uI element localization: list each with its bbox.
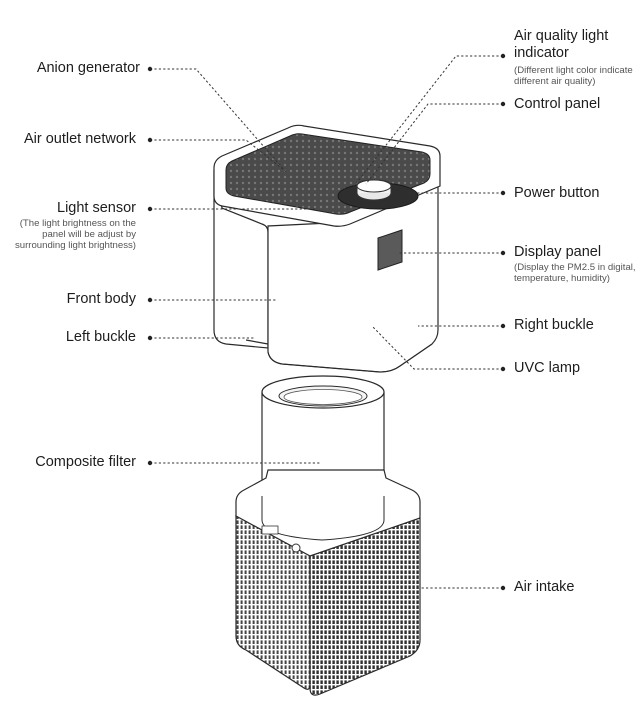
upper-body	[213, 124, 441, 373]
display-panel-shape	[377, 229, 403, 271]
label-anion-generator: Anion generator	[36, 60, 140, 76]
note-display-2: temperature, humidity)	[514, 273, 610, 284]
label-control-panel: Control panel	[514, 96, 601, 112]
label-front-body: Front body	[66, 291, 136, 307]
leader-uvc	[371, 325, 503, 370]
label-light-sensor: Light sensor	[57, 200, 136, 216]
note-light-sensor-3: surrounding light brightness)	[14, 240, 136, 251]
label-air-intake: Air intake	[514, 579, 575, 595]
note-light-sensor-2: panel will be adjust by	[42, 229, 136, 240]
leader-dots	[147, 53, 506, 591]
label-air-quality-line1: Air quality light	[514, 28, 609, 44]
leader-lines	[150, 55, 503, 589]
note-air-quality-1: (Different light color indicate	[514, 65, 633, 76]
label-uvc-lamp: UVC lamp	[514, 360, 581, 376]
label-power-button: Power button	[514, 185, 600, 201]
note-display-1: (Display the PM2.5 in digital,	[514, 262, 636, 273]
grille-right	[309, 517, 421, 696]
label-composite-filter: Composite filter	[35, 454, 136, 470]
label-display-panel: Display panel	[514, 244, 602, 260]
leader-outlet	[150, 139, 285, 171]
label-right-buckle: Right buckle	[514, 317, 594, 333]
leader-control-panel	[365, 103, 503, 185]
base-housing	[235, 469, 421, 696]
label-left-buckle: Left buckle	[65, 329, 136, 345]
label-air-quality-line2: indicator	[514, 45, 569, 61]
leader-anion	[150, 68, 287, 173]
note-air-quality-2: different air quality)	[514, 76, 596, 87]
label-air-outlet-network: Air outlet network	[23, 131, 136, 147]
note-light-sensor-1: (The light brightness on the	[19, 218, 136, 229]
